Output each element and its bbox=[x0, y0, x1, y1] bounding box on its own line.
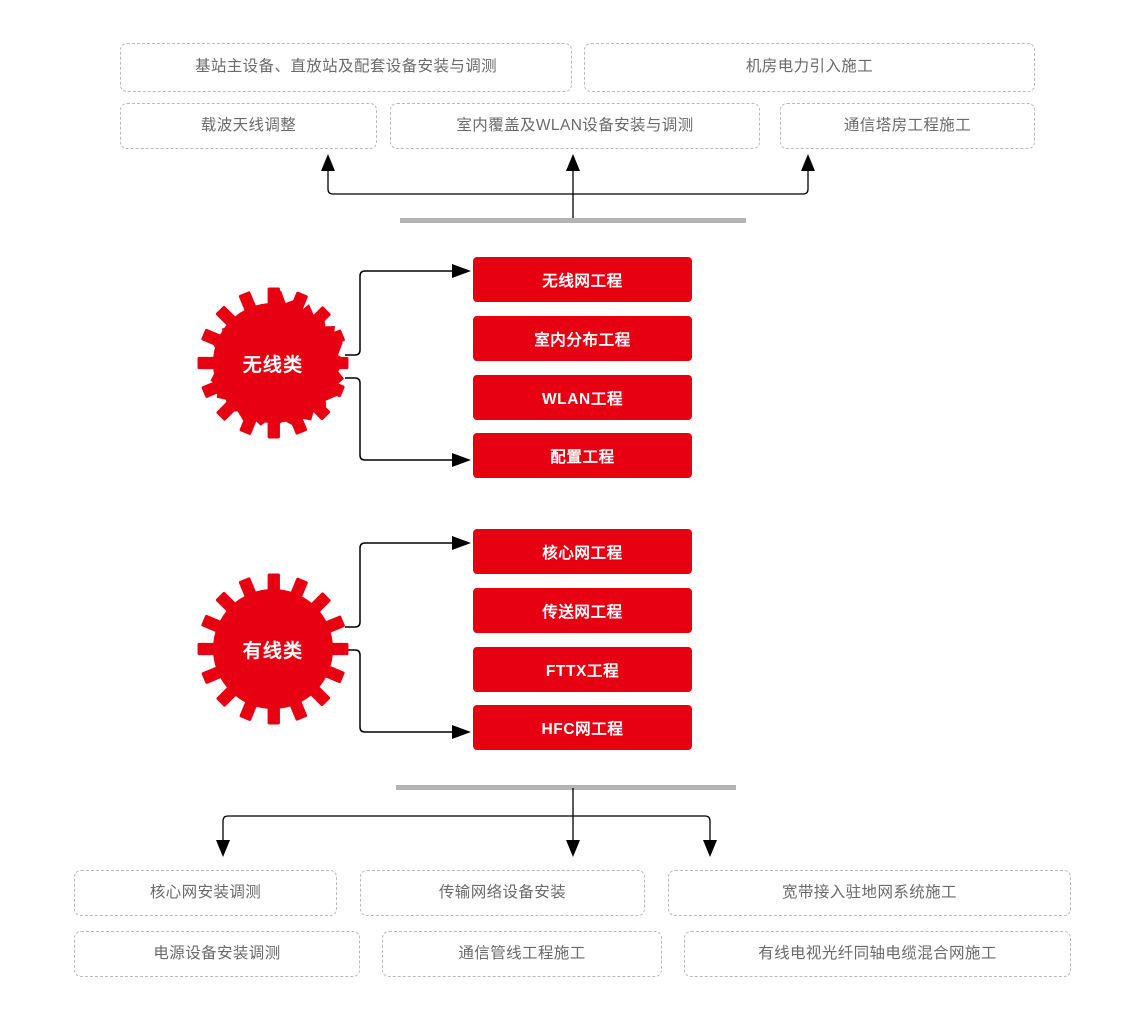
arrow-up-center bbox=[566, 154, 580, 171]
bottom-task-label: 有线电视光纤同轴电缆混合网施工 bbox=[758, 944, 997, 962]
gear-icon bbox=[197, 287, 349, 439]
service-box-wired-4[interactable]: HFC网工程 bbox=[473, 705, 692, 750]
bottom-connector-group bbox=[216, 788, 717, 857]
arrow-up-left bbox=[321, 154, 335, 171]
arrow-down-center bbox=[566, 840, 580, 857]
bottom-task-box-4: 电源设备安装调测 bbox=[74, 931, 360, 977]
category-gear-wireless[interactable]: 无线类 bbox=[196, 286, 350, 440]
arrow-right-wireless-bottom bbox=[452, 453, 471, 467]
service-box-wireless-4[interactable]: 配置工程 bbox=[473, 433, 692, 478]
service-label: FTTX工程 bbox=[545, 662, 620, 680]
top-task-label: 基站主设备、直放站及配套设备安装与调测 bbox=[194, 58, 498, 76]
arrow-right-wireless-top bbox=[452, 264, 471, 278]
service-box-wired-1[interactable]: 核心网工程 bbox=[473, 529, 692, 574]
top-task-label: 室内覆盖及WLAN设备安装与调测 bbox=[456, 116, 694, 134]
arrow-up-right bbox=[801, 154, 815, 171]
top-task-box-3: 载波天线调整 bbox=[120, 103, 377, 149]
gear-icon bbox=[197, 573, 349, 725]
service-box-wired-3[interactable]: FTTX工程 bbox=[473, 647, 692, 692]
bottom-task-box-3: 宽带接入驻地网系统施工 bbox=[668, 870, 1071, 916]
service-label: 传送网工程 bbox=[542, 603, 623, 621]
top-task-label: 机房电力引入施工 bbox=[745, 58, 874, 76]
top-task-box-4: 室内覆盖及WLAN设备安装与调测 bbox=[390, 103, 760, 149]
bottom-task-box-6: 有线电视光纤同轴电缆混合网施工 bbox=[684, 931, 1071, 977]
bottom-task-label: 通信管线工程施工 bbox=[458, 944, 586, 962]
service-label: 配置工程 bbox=[550, 448, 615, 466]
service-box-wireless-2[interactable]: 室内分布工程 bbox=[473, 316, 692, 361]
service-box-wireless-3[interactable]: WLAN工程 bbox=[473, 375, 692, 420]
service-label: 核心网工程 bbox=[542, 544, 623, 562]
arrow-down-right bbox=[703, 840, 717, 857]
service-label: 室内分布工程 bbox=[534, 331, 631, 349]
bottom-task-box-5: 通信管线工程施工 bbox=[382, 931, 662, 977]
service-box-wired-2[interactable]: 传送网工程 bbox=[473, 588, 692, 633]
top-task-label: 通信塔房工程施工 bbox=[843, 116, 972, 134]
bottom-divider-bar bbox=[396, 785, 736, 790]
category-gear-wired[interactable]: 有线类 bbox=[196, 572, 350, 726]
bottom-task-box-1: 核心网安装调测 bbox=[74, 870, 337, 916]
arrow-right-wired-bottom bbox=[452, 725, 471, 739]
bottom-task-label: 核心网安装调测 bbox=[149, 883, 262, 901]
wireless-connector-group bbox=[345, 264, 471, 467]
bottom-task-label: 宽带接入驻地网系统施工 bbox=[782, 883, 957, 901]
arrow-down-left bbox=[216, 840, 230, 857]
service-label: 无线网工程 bbox=[542, 272, 623, 290]
top-task-label: 载波天线调整 bbox=[200, 116, 297, 134]
service-label: HFC网工程 bbox=[541, 720, 624, 738]
top-connector-group bbox=[321, 154, 815, 218]
top-divider-bar bbox=[400, 218, 746, 223]
wired-connector-group bbox=[345, 536, 471, 739]
service-box-wireless-1[interactable]: 无线网工程 bbox=[473, 257, 692, 302]
top-task-box-1: 基站主设备、直放站及配套设备安装与调测 bbox=[120, 43, 572, 92]
bottom-task-box-2: 传输网络设备安装 bbox=[360, 870, 645, 916]
top-task-box-2: 机房电力引入施工 bbox=[584, 43, 1035, 92]
bottom-task-label: 电源设备安装调测 bbox=[153, 944, 281, 962]
arrow-right-wired-top bbox=[452, 536, 471, 550]
service-label: WLAN工程 bbox=[541, 390, 624, 408]
bottom-task-label: 传输网络设备安装 bbox=[438, 883, 567, 901]
top-task-box-5: 通信塔房工程施工 bbox=[780, 103, 1035, 149]
